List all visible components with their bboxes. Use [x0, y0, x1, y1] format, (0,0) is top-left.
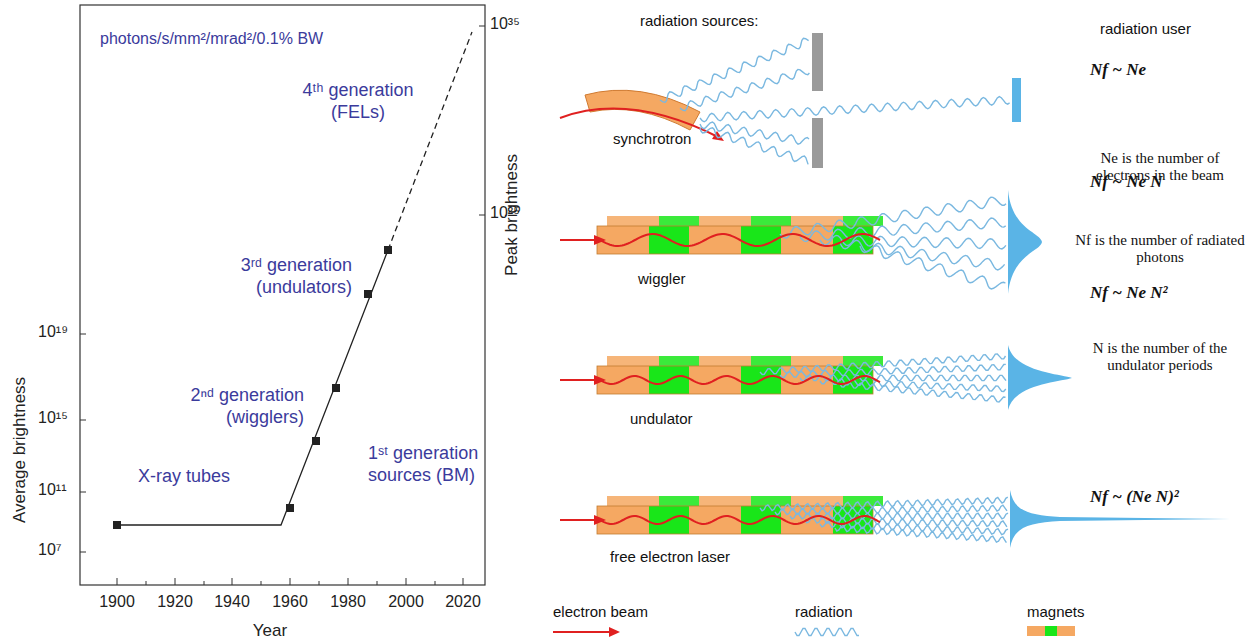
- legend-wave: [795, 629, 859, 636]
- magnet-top: [751, 356, 791, 366]
- electron-beams: [560, 234, 880, 525]
- radiation-wave: [860, 246, 1005, 289]
- magnet-top: [751, 496, 791, 506]
- fel-extrapolation: [388, 32, 472, 250]
- data-points: [113, 246, 392, 529]
- radiation-wave: [680, 69, 809, 110]
- magnet-top: [659, 216, 699, 226]
- legend-radiation-line: [795, 629, 859, 636]
- unit-label: photons/s/mm²/mrad²/0.1% BW: [100, 30, 323, 48]
- generation-label: 2ⁿᵈ generation (wigglers): [154, 385, 304, 428]
- tick-label: 10¹⁵: [38, 409, 68, 427]
- magnet-top: [607, 356, 659, 366]
- section-heading: radiation sources:: [640, 12, 758, 29]
- magnet-top: [751, 216, 791, 226]
- year-label: 1940: [214, 593, 250, 611]
- year-label: 2000: [388, 593, 424, 611]
- radiation-wave: [835, 526, 1006, 543]
- year-label: 1900: [99, 593, 135, 611]
- electron-beam: [560, 516, 880, 524]
- section-heading: radiation user: [1100, 20, 1191, 37]
- magnet-top: [699, 356, 751, 366]
- legend-text: magnets: [1027, 603, 1085, 620]
- beam-arrowhead: [594, 375, 606, 385]
- magnet-block: [689, 226, 741, 254]
- brightness-line: [117, 250, 388, 525]
- legend-beam-line: [553, 631, 612, 633]
- radiation-wave: [700, 97, 1010, 122]
- beam-arrowhead: [594, 515, 606, 525]
- electron-beam: [560, 376, 880, 384]
- category-label: X-ray tubes: [138, 466, 230, 488]
- radiation-user: [1012, 78, 1021, 122]
- radiation-wave: [700, 128, 808, 165]
- magnet-top: [699, 496, 751, 506]
- magnet-top: [791, 356, 843, 366]
- magnet-top: [659, 496, 699, 506]
- year-label: 2020: [445, 593, 481, 611]
- source-name: synchrotron: [613, 130, 691, 147]
- note: Nf is the number of radiated photons: [1075, 232, 1245, 267]
- radiation-wave: [800, 218, 1006, 241]
- formula: Nf ~ Ne: [1090, 60, 1146, 80]
- magnet-block: [781, 226, 833, 254]
- undulator-profile: [1008, 345, 1072, 410]
- source-name: free electron laser: [610, 548, 730, 565]
- tick-label: 10³⁵: [490, 15, 520, 33]
- magnet-top: [659, 356, 699, 366]
- year-label: 1980: [330, 593, 366, 611]
- source-name: wiggler: [638, 270, 686, 287]
- magnet-top: [607, 216, 659, 226]
- magnet-arrays: [597, 216, 883, 534]
- plot-frame: [80, 5, 485, 585]
- slit-top: [812, 33, 823, 91]
- beam-arrowhead: [594, 235, 606, 245]
- radiation-wave: [775, 505, 1007, 515]
- note: N is the number of the undulator periods: [1075, 340, 1245, 375]
- formula: Nf ~ (Ne N)²: [1090, 487, 1179, 507]
- x-ticks: [117, 578, 463, 585]
- year-label: 1960: [272, 593, 308, 611]
- radiation-wave: [840, 240, 1005, 270]
- magnet-top: [699, 216, 751, 226]
- tick-label: 10¹⁹: [38, 323, 68, 341]
- radiation-wave: [840, 382, 1006, 402]
- year-label: 1920: [157, 593, 193, 611]
- legend-magnet-sample: [1027, 626, 1075, 636]
- generation-label: 1ˢᵗ generation sources (BM): [368, 443, 488, 486]
- tick-label: 10¹¹: [38, 481, 66, 499]
- electron-beam: [560, 234, 880, 246]
- tick-label: 10⁷: [38, 541, 62, 559]
- radiation-wave: [760, 354, 1006, 375]
- generation-label: 4ᵗʰ generation (FELs): [288, 80, 428, 123]
- formula: Nf ~ Ne N: [1090, 172, 1162, 192]
- axis-title: Average brightness: [10, 377, 30, 523]
- source-name: undulator: [630, 410, 693, 427]
- formula: Nf ~ Ne N²: [1090, 283, 1168, 303]
- axis-title: Year: [253, 621, 287, 641]
- radiation-wave: [700, 122, 809, 144]
- wiggler-profile: [1008, 190, 1042, 294]
- legend-text: electron beam: [553, 603, 648, 620]
- slit-bottom: [812, 118, 823, 168]
- generation-label: 3ʳᵈ generation (undulators): [202, 255, 352, 298]
- radiation-waves: [660, 38, 1010, 542]
- radiation-wave: [820, 379, 1006, 392]
- legend-text: radiation: [795, 603, 853, 620]
- tick-label: 10²⁵: [490, 204, 520, 222]
- legend-beam-head: [609, 627, 620, 637]
- magnet-top: [607, 496, 659, 506]
